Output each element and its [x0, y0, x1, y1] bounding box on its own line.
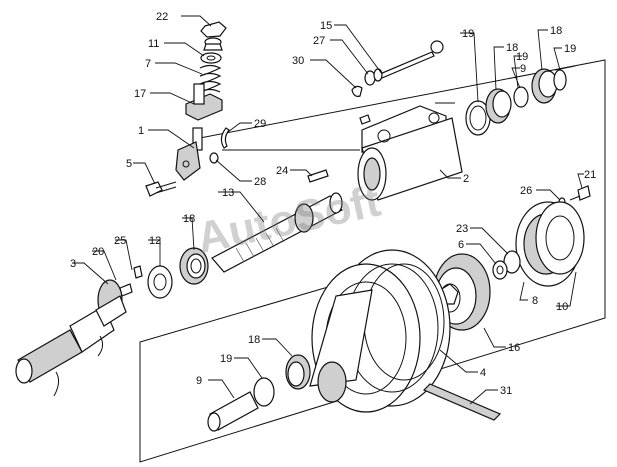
callout-19-top-right: 19: [564, 43, 576, 55]
lever-part: [175, 127, 203, 181]
bracket-part: [185, 83, 223, 121]
callout-30: 30: [292, 55, 304, 67]
callout-19-top-mid: 19: [516, 51, 528, 63]
flange-part: [119, 265, 173, 299]
callout-2: 2: [463, 173, 469, 185]
leader-lines: [72, 15, 584, 405]
bearing-stack-top: [465, 68, 567, 136]
rod-part: [351, 40, 444, 97]
callout-3: 3: [70, 258, 76, 270]
callout-18-left: 18: [183, 213, 195, 225]
callout-6: 6: [458, 239, 464, 251]
callout-8: 8: [532, 295, 538, 307]
callout-11: 11: [148, 38, 159, 50]
callout-9-bottom: 9: [196, 375, 202, 387]
callout-19-bottom: 19: [220, 353, 232, 365]
washer-nut-right: [492, 250, 521, 280]
key-part: [307, 169, 329, 183]
cover-part: [515, 201, 585, 287]
bolt-part: [145, 181, 177, 197]
callout-26: 26: [520, 185, 532, 197]
callout-4: 4: [480, 367, 486, 379]
pulley-part: [309, 249, 451, 413]
shaft-part: [211, 192, 343, 273]
pin-part: [209, 127, 230, 164]
callout-18-top: 18: [506, 42, 518, 54]
callout-9-top: 9: [520, 63, 526, 75]
callout-20: 20: [92, 246, 104, 258]
callout-17: 17: [134, 88, 146, 100]
bearing-left: [179, 247, 209, 285]
callout-12: 12: [149, 235, 161, 247]
housing-part: [357, 105, 463, 201]
callout-25: 25: [114, 235, 126, 247]
callout-15: 15: [320, 20, 332, 32]
callout-labels: 22 11 7 17 1 5 29 28 15 27 30 19 18 19 9…: [70, 11, 596, 397]
callout-21: 21: [584, 169, 596, 181]
callout-18-top-right: 18: [550, 25, 562, 37]
bearing-stack-bottom: [207, 354, 311, 432]
callout-13: 13: [222, 187, 234, 199]
callout-7: 7: [145, 58, 151, 70]
callout-5: 5: [126, 158, 132, 170]
callout-18-bottom: 18: [248, 334, 260, 346]
callout-23: 23: [456, 223, 468, 235]
callout-24: 24: [276, 165, 288, 177]
nut-part: [200, 21, 227, 51]
callout-31: 31: [500, 385, 512, 397]
callout-27: 27: [313, 35, 325, 47]
belt-part: [422, 383, 502, 421]
washer-part: [200, 52, 222, 64]
callout-28: 28: [254, 176, 266, 188]
callout-22: 22: [156, 11, 168, 23]
callout-29: 29: [254, 118, 266, 130]
callout-19-top-left: 19: [462, 28, 474, 40]
callout-10: 10: [556, 301, 568, 313]
callout-1: 1: [138, 125, 144, 137]
callout-16: 16: [508, 342, 520, 354]
cardan-part: [15, 279, 127, 397]
